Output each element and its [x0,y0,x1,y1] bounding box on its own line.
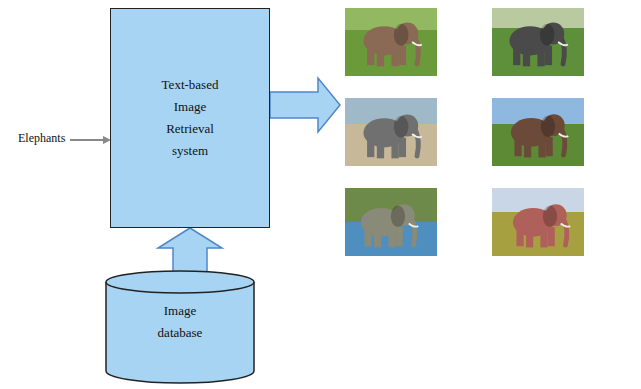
query-arrow [70,139,104,141]
node-text: Text-based Image Retrieval system [151,74,229,162]
elephant-photo [492,8,584,76]
query-label: Elephants [18,131,65,146]
elephant-photo [345,188,437,256]
elephant-photo [492,188,584,256]
process-box: Text-based Image Retrieval system [110,8,270,228]
block-arrow [158,228,222,274]
elephant-photo [345,8,437,76]
cylinder-body [106,282,254,383]
result-arrow [270,78,340,132]
cylinder-top [106,271,254,293]
node-text: Image database [145,300,215,344]
elephant-photo [345,98,437,166]
database-cylinder: Image database [105,270,255,384]
elephant-photo [492,98,584,166]
